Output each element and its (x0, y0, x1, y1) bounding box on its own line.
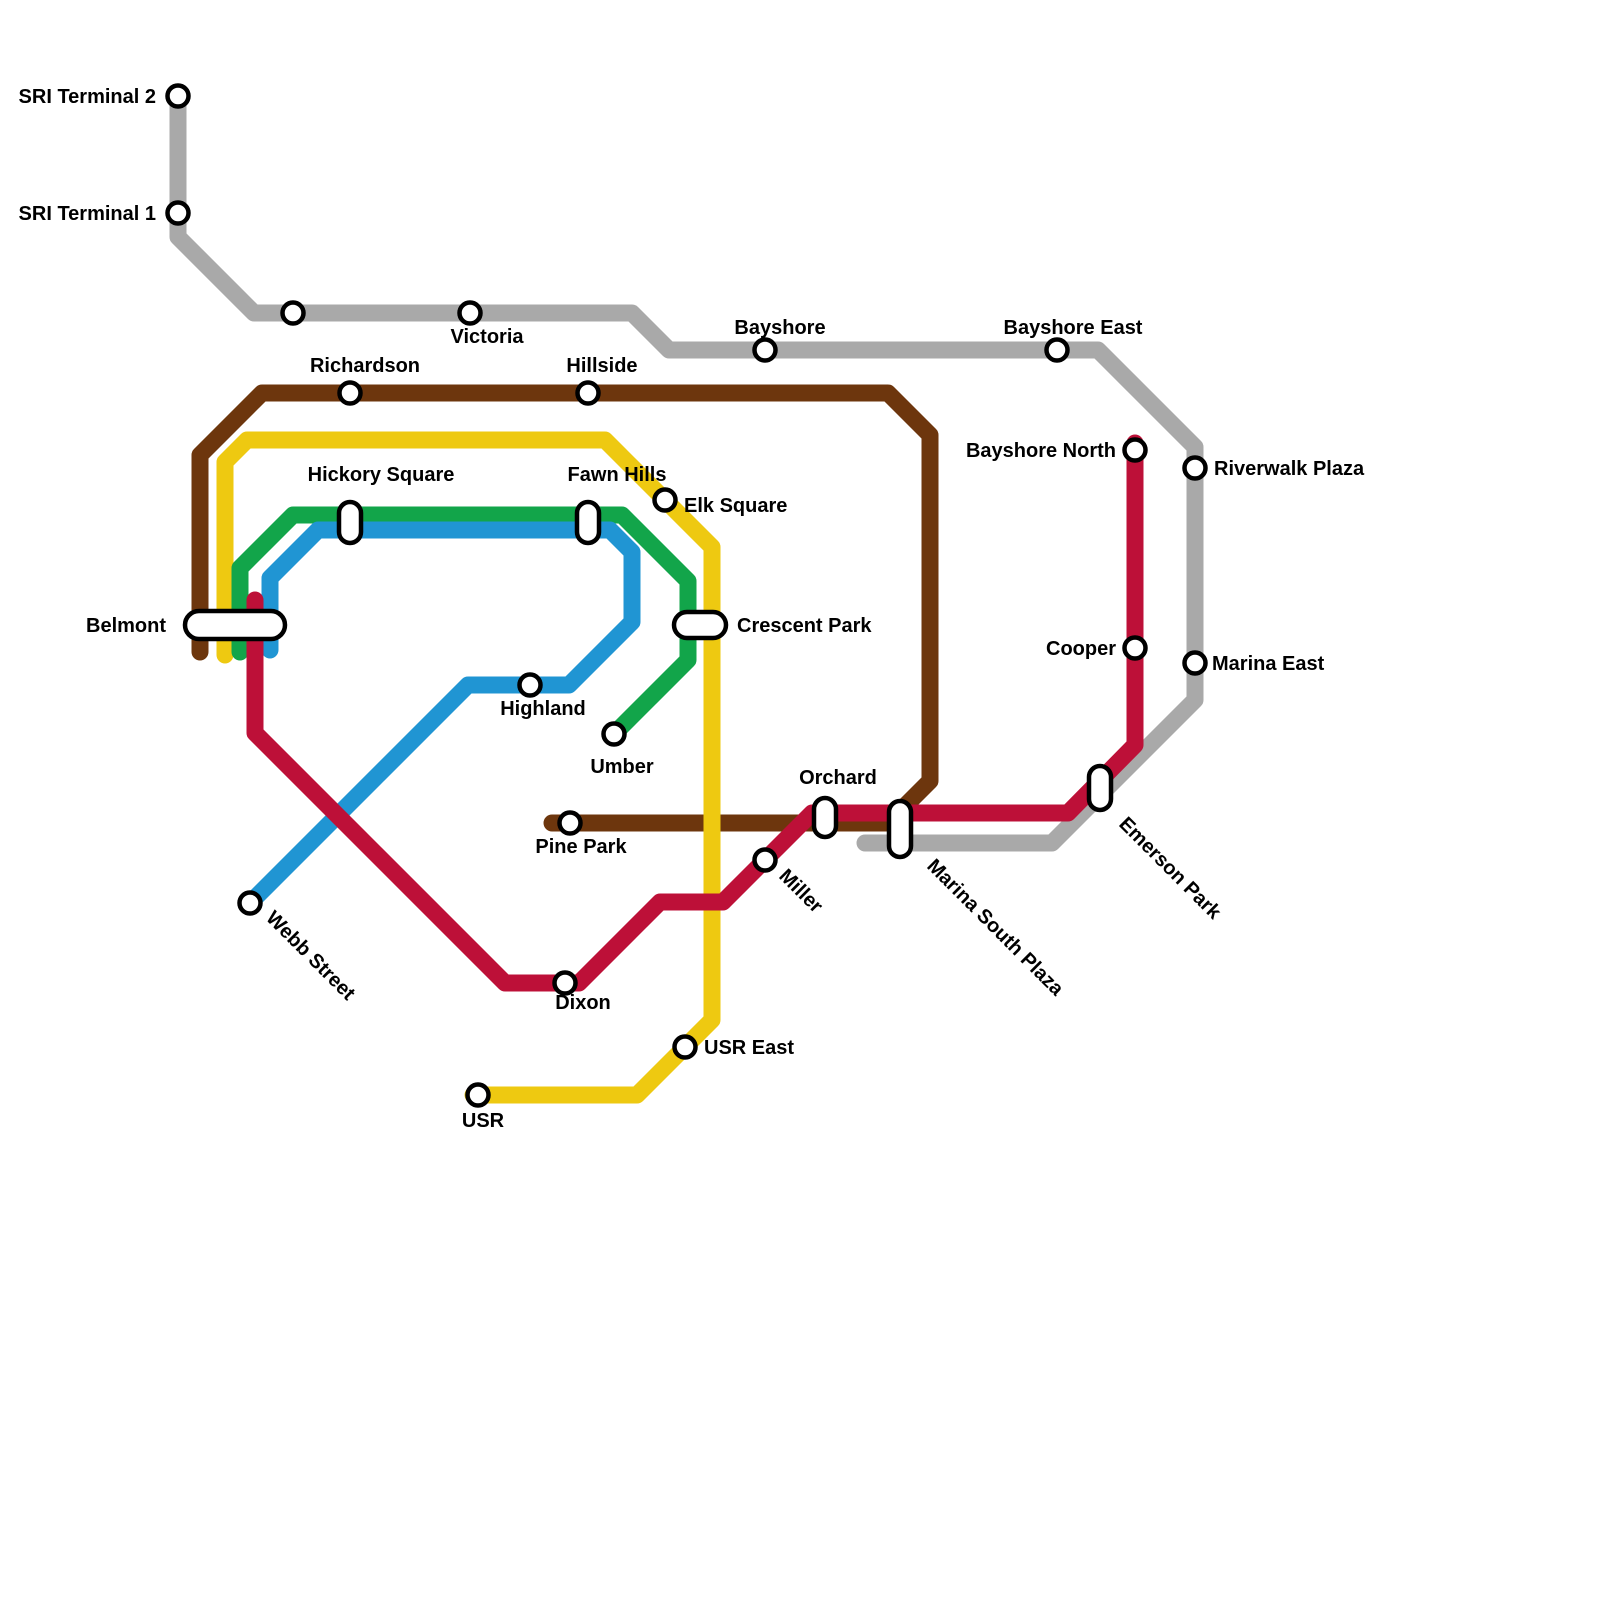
station-label-bayshore: Bayshore (734, 317, 825, 339)
station-emerson-park[interactable] (1086, 763, 1114, 813)
station-label-pine-park: Pine Park (535, 836, 627, 858)
station-label-highland: Highland (500, 698, 586, 720)
station-label-hickory-square: Hickory Square (308, 464, 455, 486)
station-label-dixon: Dixon (555, 992, 611, 1014)
station-label-marina-south-plaza: Marina South Plaza (922, 855, 1068, 1001)
station-label-usr-east: USR East (704, 1037, 794, 1059)
station-elk-square[interactable] (652, 487, 678, 513)
station-label-crescent-park: Crescent Park (737, 615, 872, 637)
station-label-bayshore-east: Bayshore East (1004, 317, 1143, 339)
station-webb-street[interactable] (237, 890, 263, 916)
station-label-bayshore-north: Bayshore North (966, 440, 1116, 462)
station-label-victoria: Victoria (451, 326, 525, 348)
station-miller[interactable] (752, 847, 778, 873)
station-marina-east[interactable] (1182, 650, 1208, 676)
station-usr[interactable] (465, 1082, 491, 1108)
station-umber[interactable] (601, 721, 627, 747)
station-label-miller: Miller (774, 865, 827, 918)
station-label-fawn-hills: Fawn Hills (568, 464, 667, 486)
station-pine-park[interactable] (557, 810, 583, 836)
station-usr-east[interactable] (672, 1034, 698, 1060)
station-victoria[interactable] (457, 300, 483, 326)
station-highland[interactable] (517, 672, 543, 698)
silver-line (169, 83, 1204, 852)
station-hillside[interactable] (575, 380, 601, 406)
station-label-usr: USR (462, 1110, 505, 1132)
station-label-cooper: Cooper (1046, 638, 1116, 660)
station-label-richardson: Richardson (310, 355, 420, 377)
station-label-elk-square: Elk Square (684, 495, 787, 517)
station-richardson[interactable] (337, 380, 363, 406)
station-hickory-square[interactable] (336, 499, 364, 546)
station-label-emerson-park: Emerson Park (1114, 813, 1225, 924)
station-bayshore[interactable] (752, 337, 778, 363)
station-bayshore-north[interactable] (1122, 437, 1148, 463)
blue-line (239, 521, 641, 914)
station-cooper[interactable] (1122, 635, 1148, 661)
station-crescent-park[interactable] (671, 609, 729, 641)
station-label-marina-east: Marina East (1212, 653, 1325, 675)
station-label-umber: Umber (590, 756, 654, 778)
station-label-sri-terminal-1: SRI Terminal 1 (19, 203, 156, 225)
station-sri-terminal-2[interactable] (165, 83, 191, 109)
station-fawn-hills[interactable] (574, 499, 602, 546)
station-riverwalk-plaza[interactable] (1182, 455, 1208, 481)
station-label-orchard: Orchard (799, 767, 877, 789)
station-label-sri-terminal-2: SRI Terminal 2 (19, 86, 156, 108)
station-label-riverwalk-plaza: Riverwalk Plaza (1214, 458, 1365, 480)
station-unlabeled-stop[interactable] (280, 300, 306, 326)
station-belmont[interactable] (182, 608, 288, 642)
station-label-hillside: Hillside (566, 355, 637, 377)
station-label-webb-street: Webb Street (261, 907, 359, 1005)
green-line (231, 506, 697, 743)
station-bayshore-east[interactable] (1044, 337, 1070, 363)
brown-line (191, 384, 939, 832)
station-marina-south-plaza[interactable] (886, 798, 914, 860)
station-sri-terminal-1[interactable] (165, 200, 191, 226)
station-label-belmont: Belmont (86, 615, 166, 637)
station-dixon[interactable] (552, 970, 578, 996)
station-orchard[interactable] (811, 795, 839, 840)
